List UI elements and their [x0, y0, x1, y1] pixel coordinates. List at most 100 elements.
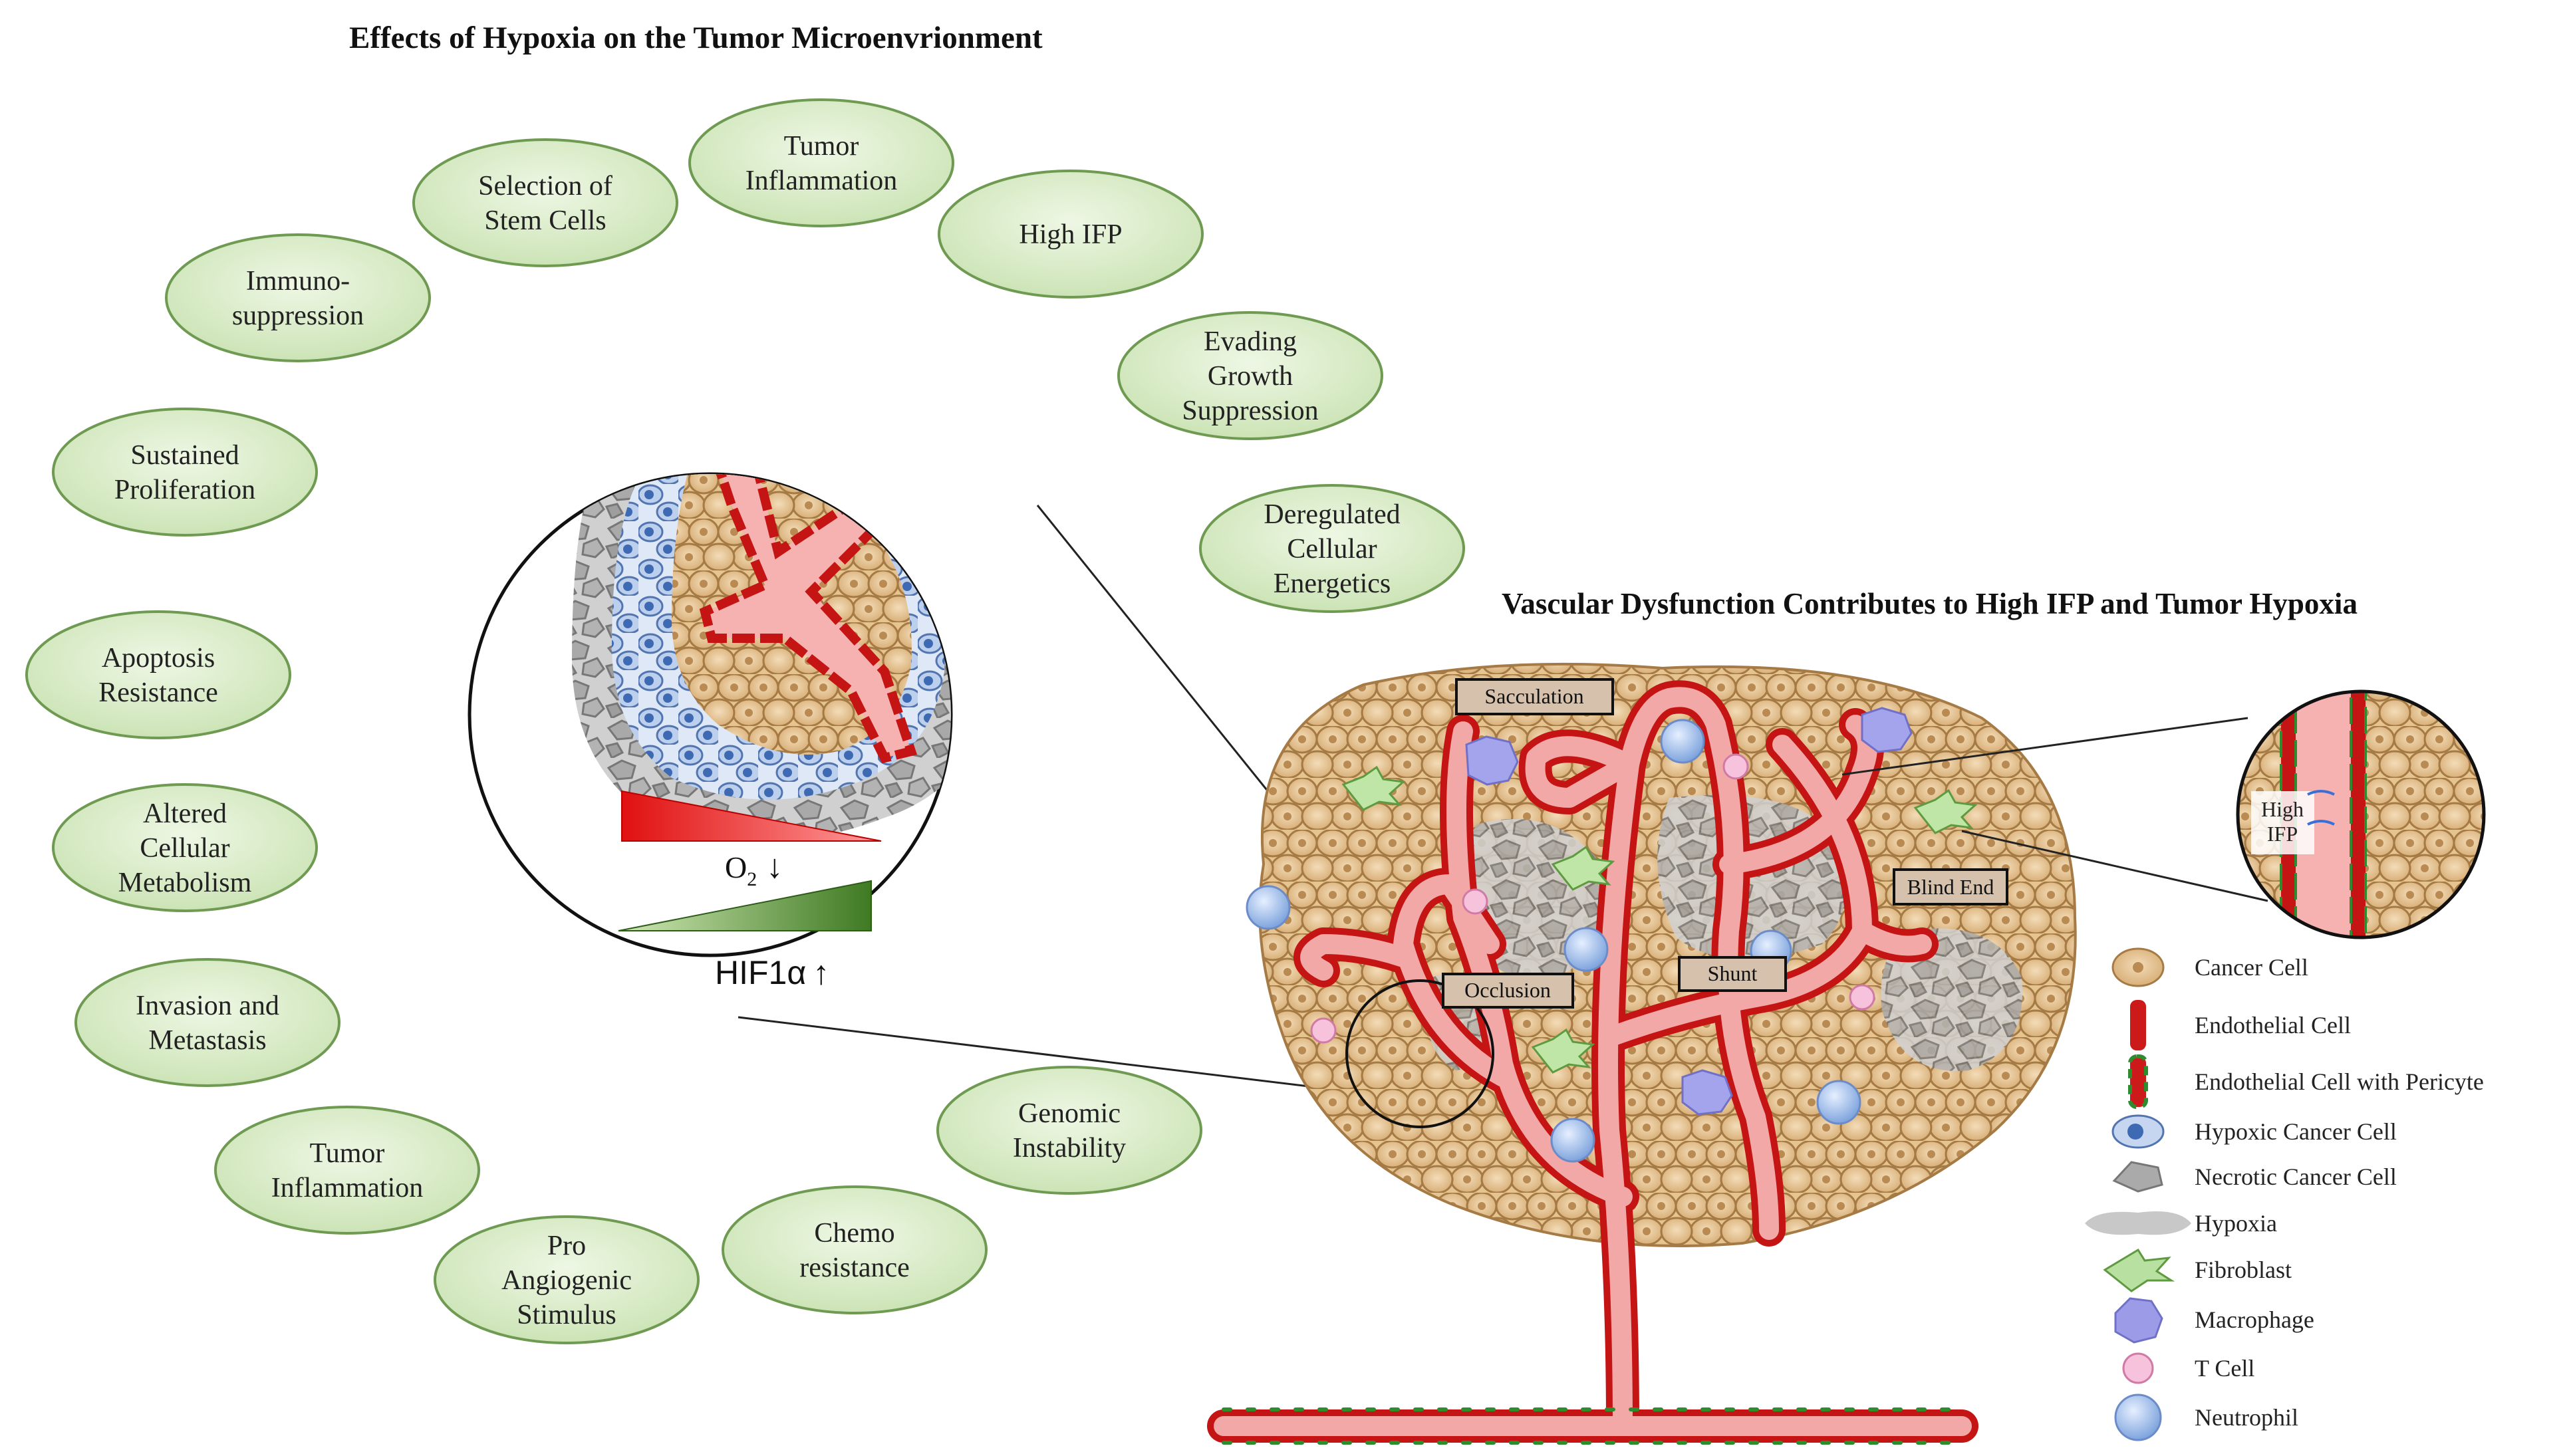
effect-label: Suppression [1182, 396, 1318, 426]
effect-label: High IFP [1019, 219, 1122, 250]
effect-label: Metabolism [118, 868, 252, 898]
legend-item-cancer-cell: Cancer Cell [2111, 947, 2308, 987]
effect-label: Chemo [814, 1218, 894, 1249]
legend-label: Hypoxia [2195, 1210, 2277, 1237]
effect-label: Cellular [140, 833, 229, 864]
legend-item-endothelial-cell: Endothelial Cell [2130, 1000, 2351, 1050]
effect-oval-immunosuppression: Immuno-suppression [165, 233, 431, 362]
effect-label: Instability [1013, 1133, 1126, 1163]
legend-item-hypoxic-cancer-cell: Hypoxic Cancer Cell [2111, 1114, 2397, 1149]
effect-label: Angiogenic [501, 1265, 632, 1296]
effect-label: Apoptosis [102, 643, 215, 673]
legend-item-macrophage: Macrophage [2114, 1297, 2314, 1344]
neutrophils [1246, 719, 1861, 1163]
hypoxic-cancer-cell-icon [2111, 1114, 2165, 1149]
effect-label: Inflammation [271, 1173, 424, 1203]
legend-label: Necrotic Cancer Cell [2195, 1163, 2397, 1190]
high-ifp-zoom: High IFP [2236, 689, 2486, 939]
legend-item-t-cell: T Cell [2122, 1352, 2254, 1384]
o2-gradient [621, 790, 882, 842]
hypoxia-region-3 [1881, 928, 2022, 1071]
effect-label: Invasion and [136, 991, 279, 1021]
legend-label: Macrophage [2195, 1306, 2314, 1333]
hif-gradient [618, 880, 872, 931]
effect-label: Pro [547, 1231, 586, 1261]
label-blind-end: Blind End [1893, 868, 2008, 906]
legend-item-neutrophil: Neutrophil [2114, 1394, 2298, 1441]
legend-item-necrotic-cancer-cell: Necrotic Cancer Cell [2112, 1161, 2397, 1193]
label-sacculation: Sacculation [1455, 678, 1614, 715]
effect-label: Growth [1208, 361, 1293, 392]
legend-label: Endothelial Cell [2195, 1012, 2351, 1038]
vascular-tumor: Sacculation Blind End Occlusion Shunt [1207, 662, 2077, 1445]
macrophage-icon [2114, 1297, 2163, 1344]
effect-label: Proliferation [114, 475, 255, 505]
effect-label: Energetics [1274, 568, 1391, 599]
o2-label: O2↓ [725, 848, 783, 890]
effect-label: Altered [143, 798, 227, 829]
legend-item-hypoxia: Hypoxia [2085, 1210, 2277, 1237]
high-ifp-line2: IFP [2267, 822, 2298, 846]
effect-label: Sustained [130, 440, 239, 471]
effect-label: Tumor [784, 131, 859, 162]
effect-oval-selection-stem-cells: Selection of Stem Cells [412, 138, 678, 267]
label-occlusion: Occlusion [1442, 973, 1574, 1009]
effect-label: Stimulus [517, 1300, 616, 1330]
effect-label: Deregulated [1264, 499, 1400, 530]
legend-label: T Cell [2195, 1355, 2254, 1382]
hypoxia-magnified-view: O2↓ HIF1α↑ [468, 472, 953, 991]
legend-label: Endothelial Cell with Pericyte [2195, 1068, 2484, 1095]
left-title: Effects of Hypoxia on the Tumor Microenv… [349, 21, 1043, 55]
high-ifp-line1: High [2261, 797, 2304, 821]
occlusion-highlight [1345, 979, 1494, 1128]
effect-label: Tumor [310, 1138, 385, 1169]
legend-label: Hypoxic Cancer Cell [2195, 1118, 2397, 1145]
svg-text:Sacculation: Sacculation [1484, 684, 1583, 708]
cancer-cell-icon [2111, 947, 2165, 987]
legend-item-fibroblast: Fibroblast [2103, 1248, 2292, 1292]
effect-label: suppression [232, 301, 364, 331]
effect-label: Selection of [478, 171, 612, 201]
svg-text:Shunt: Shunt [1708, 961, 1758, 985]
legend-item-endothelial-pericyte: Endothelial Cell with Pericyte [2128, 1054, 2484, 1109]
necrotic-cancer-cell-icon [2112, 1161, 2163, 1193]
effect-label: Genomic [1018, 1098, 1121, 1129]
vessel-network [1207, 680, 1978, 1445]
effect-label: Inflammation [745, 166, 898, 196]
effect-label: Resistance [98, 677, 218, 708]
effect-label: Evading [1204, 326, 1297, 357]
legend-label: Cancer Cell [2195, 954, 2308, 981]
effect-label: Stem Cells [484, 205, 606, 236]
endothelial-pericyte-icon [2128, 1054, 2148, 1109]
hif-label: HIF1α↑ [715, 954, 829, 991]
svg-text:Blind End: Blind End [1907, 875, 1994, 899]
effect-oval-chemo-resistance: Chemo resistance [722, 1185, 988, 1314]
effect-label: Metastasis [148, 1025, 266, 1056]
legend-label: Fibroblast [2195, 1257, 2292, 1283]
effect-label: Immuno- [246, 266, 350, 297]
right-title: Vascular Dysfunction Contributes to High… [1502, 587, 2358, 620]
effect-oval-high-ifp: High IFP [938, 170, 1204, 299]
zoom-connector-top [1841, 717, 2248, 776]
t-cell-icon [2122, 1352, 2154, 1384]
hypoxia-icon [2085, 1211, 2191, 1235]
endothelial-cell-icon [2130, 1000, 2146, 1050]
effect-label: resistance [799, 1253, 910, 1283]
effect-label: Cellular [1287, 534, 1377, 564]
neutrophil-icon [2114, 1394, 2162, 1441]
svg-text:Occlusion: Occlusion [1464, 978, 1551, 1002]
label-shunt: Shunt [1678, 956, 1787, 992]
fibroblast-icon [2103, 1248, 2175, 1292]
